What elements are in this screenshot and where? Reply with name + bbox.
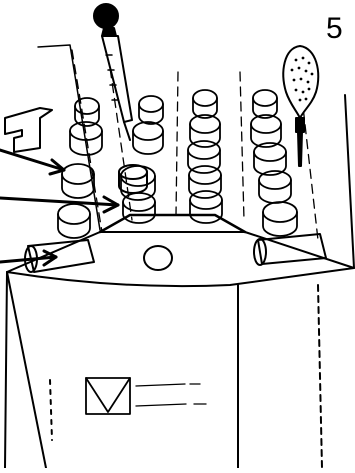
tipped-vials <box>25 234 326 272</box>
step-number: 5 <box>326 14 343 44</box>
cooler-logo <box>86 378 206 414</box>
side-window <box>5 108 52 152</box>
callout-arrows <box>0 150 118 265</box>
pipette-dropper-icon <box>94 4 147 193</box>
pipette-bulb-icon <box>283 46 318 166</box>
